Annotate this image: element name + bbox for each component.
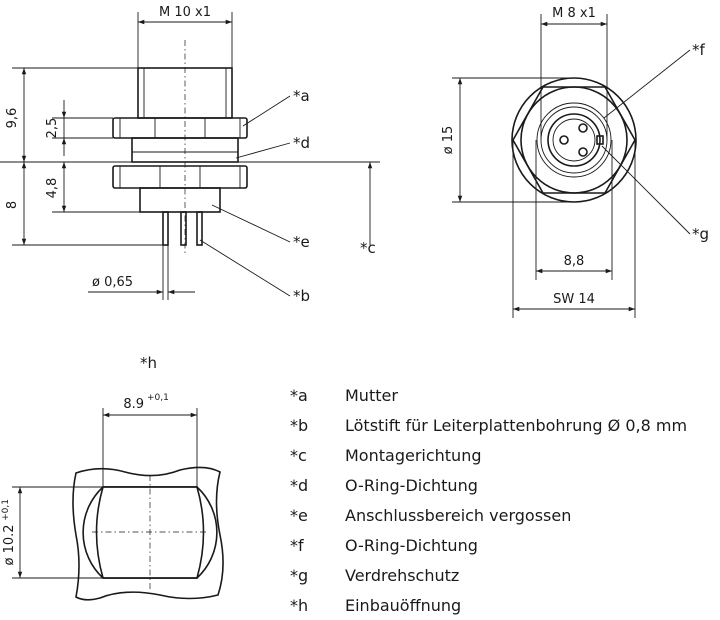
coding-key: [596, 135, 604, 145]
dim-wrench-size: SW 14: [553, 292, 595, 307]
cutout-view: *h 8.9 +0,1 ø 10.2 +0,1: [1, 354, 224, 601]
solder-pin: [162, 211, 169, 246]
callout-h: *h: [140, 354, 157, 372]
contact: [578, 147, 588, 157]
dim-cutout-height: ø 10.2: [2, 524, 17, 565]
dim-cutout-width-tol: +0,1: [147, 393, 169, 403]
legend-key: *a: [290, 385, 308, 405]
upper-nut: [112, 117, 248, 139]
dim-total-lower: 8: [5, 201, 20, 209]
legend-text: Anschlussbereich vergossen: [345, 505, 572, 525]
o-ring: [536, 102, 612, 178]
legend-text: O-Ring-Dichtung: [345, 535, 478, 555]
dim-pin-diameter: ø 0,65: [92, 275, 133, 290]
legend-key: *d: [290, 475, 309, 495]
legend-key: *g: [290, 565, 309, 585]
panel-outline: [72, 466, 224, 601]
callout-c: *c: [360, 239, 376, 257]
legend-key: *e: [290, 505, 308, 525]
legend-key: *h: [290, 595, 309, 615]
legend-row: *g Verdrehschutz: [290, 560, 720, 590]
contact: [578, 123, 588, 133]
callout-e: *e: [293, 233, 310, 251]
thread-label-m8: M 8 x1: [552, 6, 596, 21]
front-view: M 8 x1 ø 15 8,8 SW 14 *f *g: [441, 6, 709, 318]
thread-ring: [520, 86, 628, 194]
callout-f: *f: [692, 41, 706, 59]
thread-label-m10: M 10 x1: [159, 5, 211, 20]
legend-row: *e Anschlussbereich vergossen: [290, 500, 720, 530]
legend-key: *b: [290, 415, 309, 435]
dim-inner-8-8: 8,8: [564, 254, 585, 269]
dim-lower: 4,8: [45, 178, 60, 199]
dim-total-upper: 9,6: [5, 108, 20, 129]
callout-b: *b: [293, 287, 310, 305]
legend: *a Mutter *b Lötstift für Leiterplattenb…: [290, 380, 720, 620]
legend-row: *f O-Ring-Dichtung: [290, 530, 720, 560]
legend-key: *f: [290, 535, 304, 555]
dim-cutout-height-tol: +0,1: [1, 499, 11, 521]
legend-text: Lötstift für Leiterplattenbohrung Ø 0,8 …: [345, 415, 688, 435]
dim-diameter-15: ø 15: [441, 126, 456, 155]
legend-row: *h Einbauöffnung: [290, 590, 720, 620]
legend-row: *d O-Ring-Dichtung: [290, 470, 720, 500]
potted-base: [139, 187, 221, 213]
dim-nut: 2,5: [45, 118, 60, 139]
contact-insert: [547, 113, 601, 167]
outer-flange: [511, 77, 637, 203]
legend-text: Mutter: [345, 385, 398, 405]
legend-text: Einbauöffnung: [345, 595, 462, 615]
contact: [559, 135, 569, 145]
solder-pin: [180, 211, 187, 246]
legend-text: Verdrehschutz: [345, 565, 460, 585]
legend-row: *a Mutter: [290, 380, 720, 410]
callout-g: *g: [692, 225, 709, 243]
side-view: M 10 x1 9,6 8 2,5 4,8 ø 0,65 *a *d *e: [0, 5, 380, 305]
legend-key: *c: [290, 445, 307, 465]
solder-pin: [196, 211, 203, 246]
legend-text: O-Ring-Dichtung: [345, 475, 478, 495]
legend-row: *c Montagerichtung: [290, 440, 720, 470]
legend-row: *b Lötstift für Leiterplattenbohrung Ø 0…: [290, 410, 720, 440]
callout-a: *a: [293, 87, 310, 105]
callout-d: *d: [293, 134, 310, 152]
legend-text: Montagerichtung: [345, 445, 482, 465]
lower-nut: [112, 165, 248, 189]
dim-cutout-width: 8.9: [123, 397, 144, 412]
